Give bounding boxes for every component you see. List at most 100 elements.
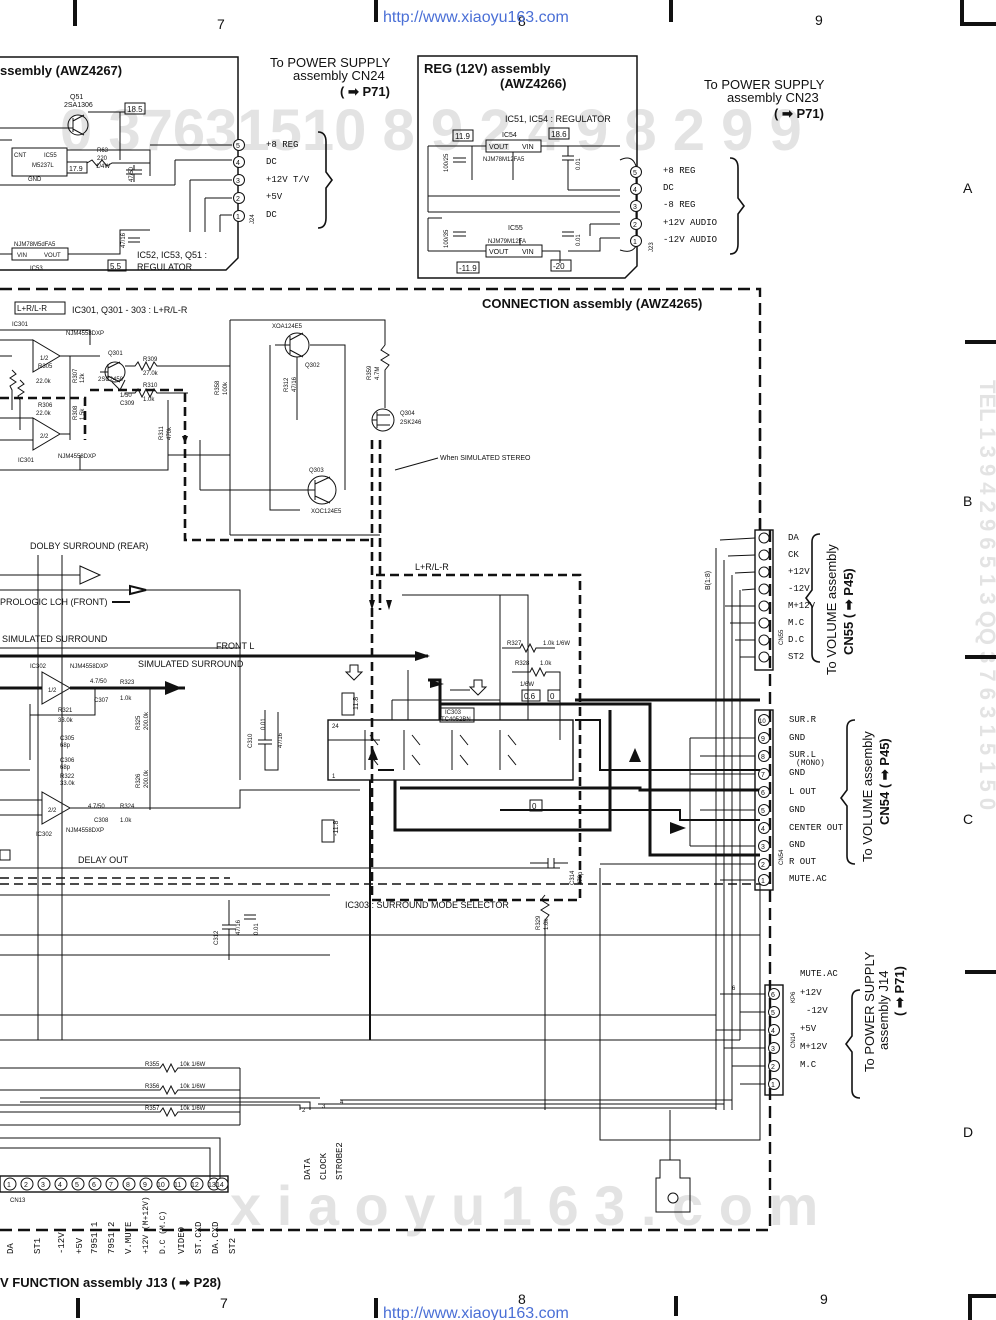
svg-text:68p: 68p (60, 765, 71, 771)
svg-text:Q302: Q302 (305, 363, 320, 369)
svg-text:2: 2 (771, 1064, 775, 1071)
cn23-title-2: assembly CN23 (727, 90, 819, 105)
svg-text:C308: C308 (94, 818, 109, 824)
row-c: C (963, 811, 973, 827)
cn54-pin-l-out: L OUT (789, 787, 817, 797)
cn55-pin-st2: ST2 (788, 652, 804, 662)
svg-text:IC51, IC54 : REGULATOR: IC51, IC54 : REGULATOR (505, 114, 611, 124)
svg-text:CN14: CN14 (791, 1032, 797, 1048)
cn14-pin-p12: +12V (800, 988, 822, 998)
watermark: 0 37631510 8 9 2 4 9 8 2 9 9 TEL 1 3 9 4… (60, 98, 996, 1237)
svg-text:0: 0 (532, 802, 537, 811)
reg-title-2: (AWZ4266) (500, 76, 566, 91)
svg-text:1/4W: 1/4W (96, 164, 110, 170)
cn55-title-2: CN55 ( ➡ P45) (841, 568, 856, 655)
svg-text:8: 8 (761, 754, 765, 761)
page-header: 7 8 9 http://www.xiaoyu163.com (73, 0, 996, 32)
svg-text:5: 5 (236, 143, 240, 150)
svg-text:2SA1306: 2SA1306 (64, 102, 93, 109)
svg-text:2SC2458: 2SC2458 (98, 377, 124, 383)
svg-text:4.7/50: 4.7/50 (90, 679, 107, 685)
svg-text:5.5: 5.5 (110, 262, 122, 271)
svg-text:1: 1 (7, 1182, 11, 1189)
svg-text:2SK246: 2SK246 (400, 420, 422, 426)
cn13-pin-p5v: +5V (75, 1237, 85, 1254)
svg-text:27.0k: 27.0k (143, 371, 159, 377)
label-dolby-surround: DOLBY SURROUND (REAR) (30, 541, 148, 551)
cn54-pin-r-out: R OUT (789, 857, 817, 867)
svg-text:1.0k: 1.0k (143, 397, 155, 403)
assembly-reg-12v: REG (12V) assembly (AWZ4266) IC51, IC54 … (417, 55, 655, 279)
svg-text:1.0k: 1.0k (120, 818, 132, 824)
cn13-pin-video: VIDEO (177, 1227, 187, 1254)
cn14-pin-mp12: M+12V (800, 1042, 828, 1052)
svg-text:2: 2 (761, 862, 765, 869)
cn54-pin-gnd-1: GND (789, 733, 805, 743)
svg-text:C307: C307 (94, 698, 109, 704)
col-9-bottom: 9 (820, 1291, 828, 1307)
svg-text:R329: R329 (536, 915, 542, 930)
svg-text:1.0k 1/6W: 1.0k 1/6W (543, 641, 570, 647)
svg-text:R310: R310 (143, 383, 158, 389)
svg-text:11: 11 (174, 1182, 181, 1189)
svg-text:R358: R358 (215, 380, 221, 395)
connector-j23: 5 4 3 2 1 +8 REG DC -8 REG +12V AUDIO -1… (619, 77, 825, 255)
cn55-pin-ck: CK (788, 550, 799, 560)
svg-text:Q304: Q304 (400, 411, 415, 417)
svg-text:R357: R357 (145, 1106, 160, 1112)
svg-text:100k: 100k (223, 381, 229, 395)
svg-text:R306: R306 (38, 403, 53, 409)
svg-text:NJM4558DXP: NJM4558DXP (70, 664, 108, 670)
svg-text:11.9: 11.9 (455, 132, 471, 141)
cn24-ref: ( ➡ P71) (340, 84, 390, 99)
svg-text:NJM78M5dFA5: NJM78M5dFA5 (14, 242, 56, 248)
signal-labels: DOLBY SURROUND (REAR) PROLOGIC LCH (FRON… (0, 541, 449, 1040)
lr-signal-path (0, 388, 582, 902)
svg-text:2: 2 (302, 1108, 306, 1114)
svg-text:1.0k: 1.0k (120, 696, 132, 702)
svg-text:IC55: IC55 (44, 153, 57, 159)
svg-text:IC53: IC53 (30, 266, 43, 272)
svg-text:100/25: 100/25 (444, 153, 450, 172)
svg-text:3: 3 (322, 1104, 326, 1110)
cn55-pin-m12: -12V (788, 584, 810, 594)
cn13-pin-dc: D.C (M.C) (159, 1211, 168, 1254)
svg-text:TC4052BN: TC4052BN (441, 717, 471, 723)
svg-text:1.0k: 1.0k (540, 661, 552, 667)
svg-text:CNT: CNT (14, 153, 27, 159)
cn14-pin-p5: +5V (800, 1024, 817, 1034)
label-lr-2: L+R/L-R (415, 562, 449, 572)
svg-text:33.0k: 33.0k (58, 718, 74, 724)
svg-text:VIN: VIN (522, 249, 534, 256)
connector-cn54: 10 9 8 7 6 5 4 3 2 1 SUR.R GND SUR.L (MO… (600, 709, 892, 891)
svg-text:C310: C310 (248, 733, 254, 748)
col-8-bottom: 8 (518, 1291, 526, 1307)
svg-text:1/6W: 1/6W (520, 682, 534, 688)
col-8-top: 8 (518, 13, 526, 29)
svg-text:4.7/50: 4.7/50 (88, 804, 105, 810)
label-strobe2: STROBE2 (335, 1142, 345, 1180)
svg-text:R307: R307 (73, 368, 79, 383)
svg-text:IC301, Q301 - 303 : L+R/L-R: IC301, Q301 - 303 : L+R/L-R (72, 305, 188, 315)
cn55-pin-dc: D.C (788, 635, 805, 645)
svg-text:R309: R309 (143, 357, 158, 363)
cn54-pin-sur-l: SUR.L (789, 750, 816, 760)
label-prologic: PROLOGIC LCH (FRONT) (0, 597, 108, 607)
svg-text:4: 4 (236, 160, 240, 167)
svg-text:R323: R323 (120, 680, 135, 686)
reg-title-1: REG (12V) assembly (424, 61, 551, 76)
svg-text:100/35: 100/35 (444, 229, 450, 248)
svg-text:VIN: VIN (17, 253, 27, 259)
svg-text:NJM78M12FA5: NJM78M12FA5 (483, 157, 525, 163)
svg-text:CN55: CN55 (779, 629, 785, 645)
svg-text:6: 6 (761, 790, 765, 797)
svg-text:J23: J23 (649, 242, 655, 252)
svg-text:IC303: IC303 (445, 710, 462, 716)
svg-text:6: 6 (771, 992, 775, 999)
svg-text:1: 1 (633, 239, 637, 246)
svg-text:R63: R63 (97, 148, 109, 154)
svg-text:4: 4 (761, 826, 765, 833)
svg-text:5: 5 (633, 170, 637, 177)
cn13-pin-m12v: -12V (57, 1232, 67, 1254)
cn24-title-1: To POWER SUPPLY (270, 55, 391, 70)
